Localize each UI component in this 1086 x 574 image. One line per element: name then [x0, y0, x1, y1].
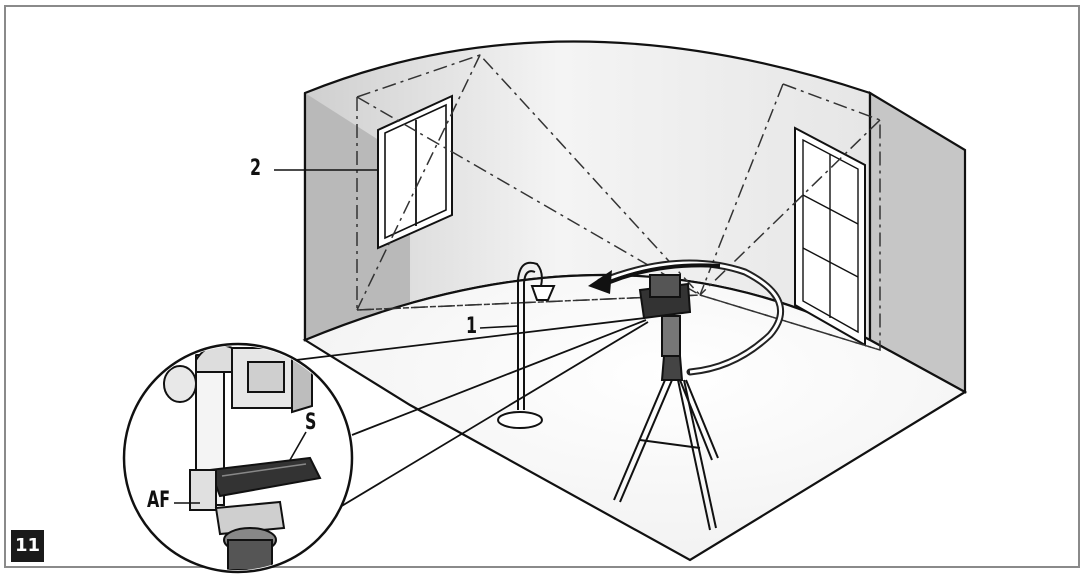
label-slide: S: [305, 410, 317, 435]
floor: [302, 274, 968, 562]
label-af: AF: [147, 488, 171, 513]
window: [377, 94, 453, 250]
magnified-detail: [122, 342, 354, 574]
label-lamp: 1: [466, 314, 478, 339]
magnifier-callout-lines: [295, 317, 649, 511]
tripod-with-panorama-head: [613, 274, 719, 531]
floor-lamp: [497, 261, 556, 429]
door: [794, 126, 866, 347]
label-leaders: [174, 169, 519, 504]
figure-frame: [4, 5, 1080, 568]
rotation-arrow-icon: [588, 259, 784, 376]
figure-number-badge: 11: [11, 530, 44, 562]
label-window: 2: [250, 156, 262, 181]
